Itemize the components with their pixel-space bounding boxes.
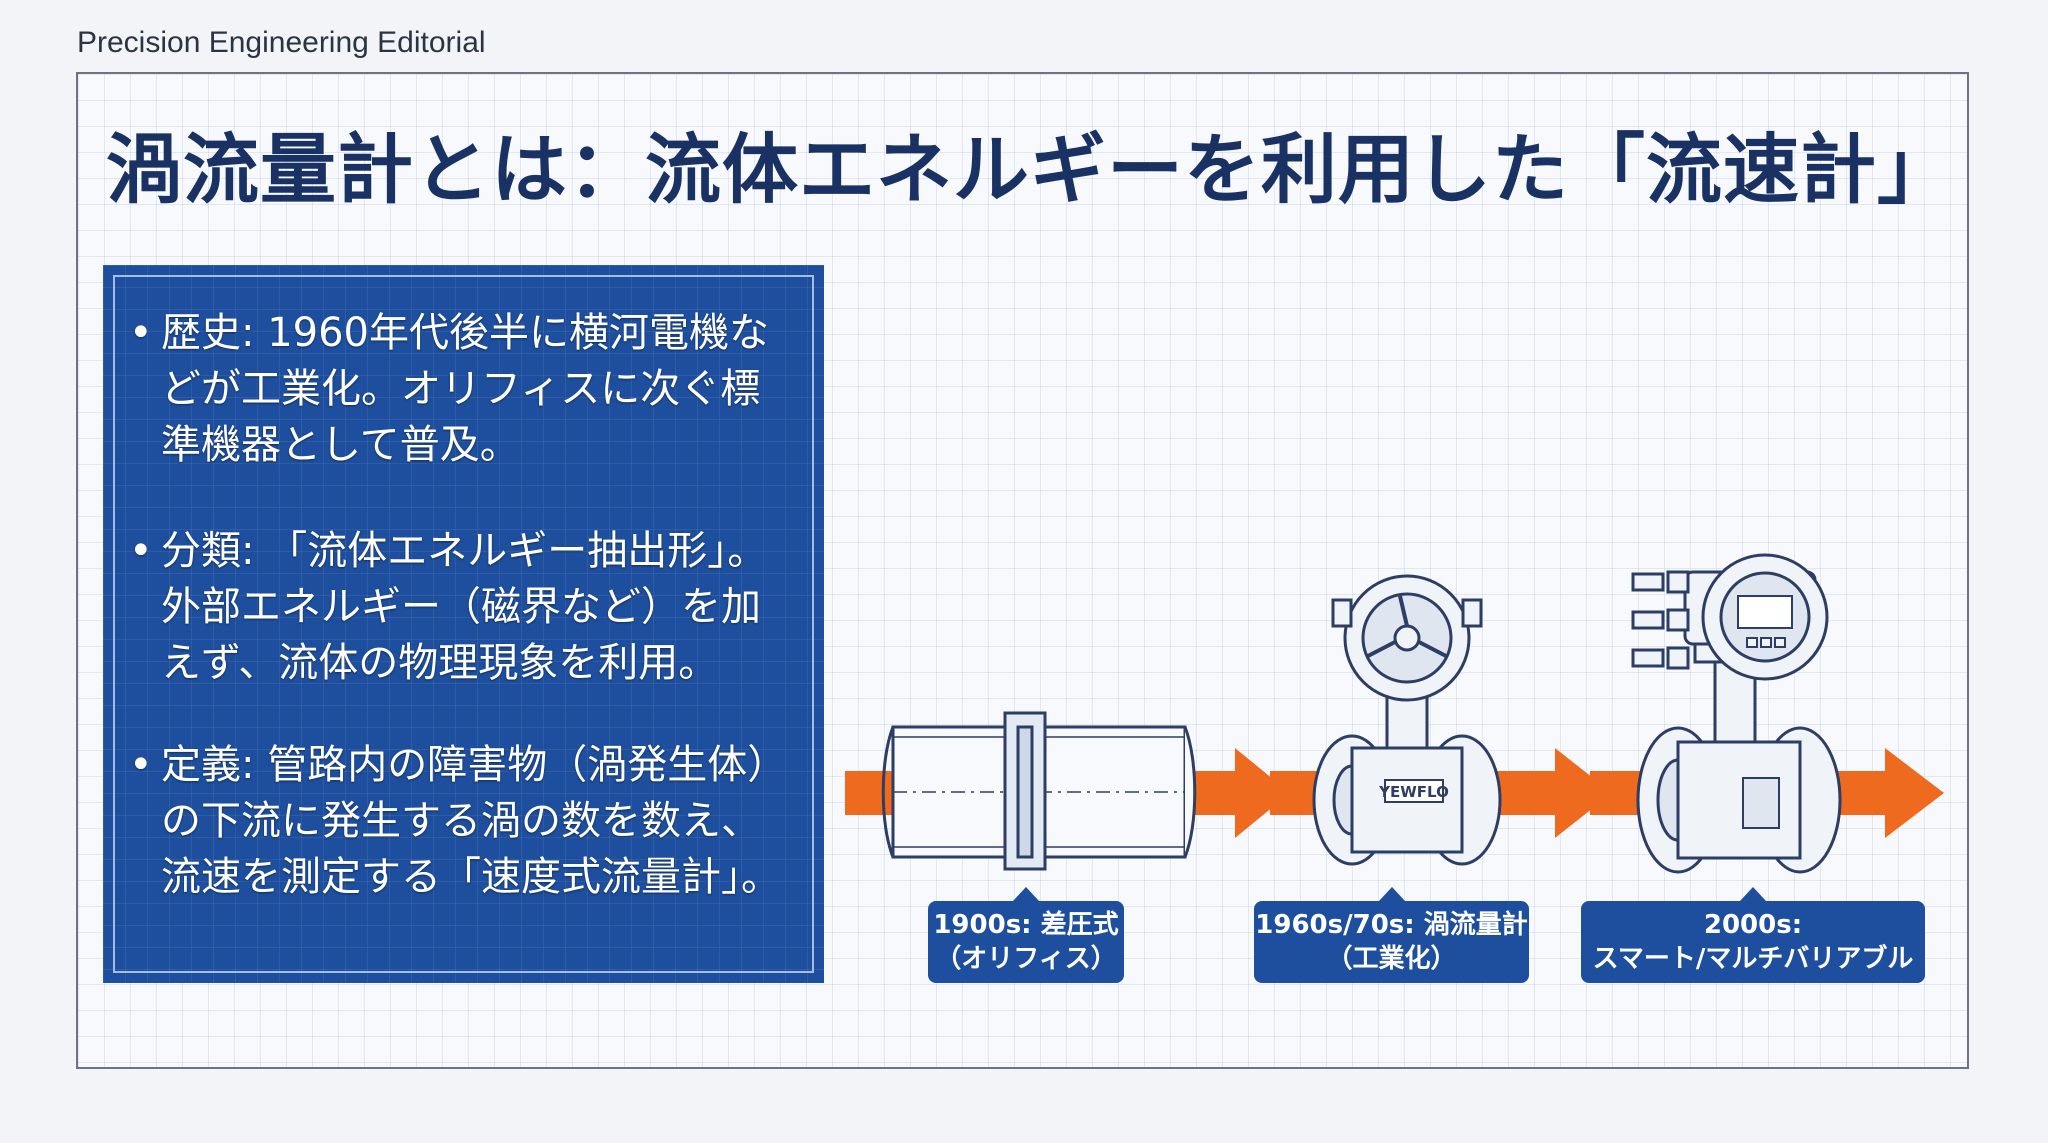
caption-line: （工業化） xyxy=(1326,944,1457,974)
bullet-history-text: 歴史: 1960年代後半に横河電機などが工業化。オリフィスに次ぐ標準機器として普… xyxy=(161,310,769,468)
bullet-classification: • 分類: 「流体エネルギー抽出形」。外部エネルギー（磁界など）を加えず、流体の… xyxy=(129,523,789,691)
brand-label: Precision Engineering Editorial xyxy=(77,26,486,59)
vortex-meter-drawing: YEWFLO xyxy=(1312,574,1502,866)
timeline-caption-2000s: 2000s: スマート/マルチバリアブル xyxy=(1581,887,1925,983)
info-panel: • 歴史: 1960年代後半に横河電機などが工業化。オリフィスに次ぐ標準機器とし… xyxy=(103,265,824,983)
caption-line: 1960s/70s: 渦流量計 xyxy=(1255,910,1528,940)
bullet-dot: • xyxy=(129,742,153,788)
yewflo-label: YEWFLO xyxy=(1378,783,1449,801)
caption-line: 1900s: 差圧式 xyxy=(933,910,1119,940)
bullet-dot: • xyxy=(129,528,153,574)
timeline-caption-1900s: 1900s: 差圧式 （オリフィス） xyxy=(928,887,1124,983)
bullet-definition-text: 定義: 管路内の障害物（渦発生体）の下流に発生する渦の数を数え、流速を測定する「… xyxy=(161,742,788,900)
timeline-caption-1960s: 1960s/70s: 渦流量計 （工業化） xyxy=(1254,887,1529,983)
panel-border xyxy=(113,275,814,973)
bullet-dot: • xyxy=(129,310,153,356)
caption-line: 2000s: xyxy=(1703,910,1803,940)
caption-line: スマート/マルチバリアブル xyxy=(1592,944,1914,974)
bullet-classification-text: 分類: 「流体エネルギー抽出形」。外部エネルギー（磁界など）を加えず、流体の物理… xyxy=(161,528,768,686)
bullet-definition: • 定義: 管路内の障害物（渦発生体）の下流に発生する渦の数を数え、流速を測定す… xyxy=(129,737,789,905)
orifice-pipe-drawing xyxy=(881,711,1197,871)
bullet-history: • 歴史: 1960年代後半に横河電機などが工業化。オリフィスに次ぐ標準機器とし… xyxy=(129,305,789,473)
caption-line: （オリフィス） xyxy=(935,944,1117,974)
smart-meter-drawing xyxy=(1631,553,1842,874)
page-title: 渦流量計とは：流体エネルギーを利用した「流速計」 xyxy=(106,125,1954,214)
